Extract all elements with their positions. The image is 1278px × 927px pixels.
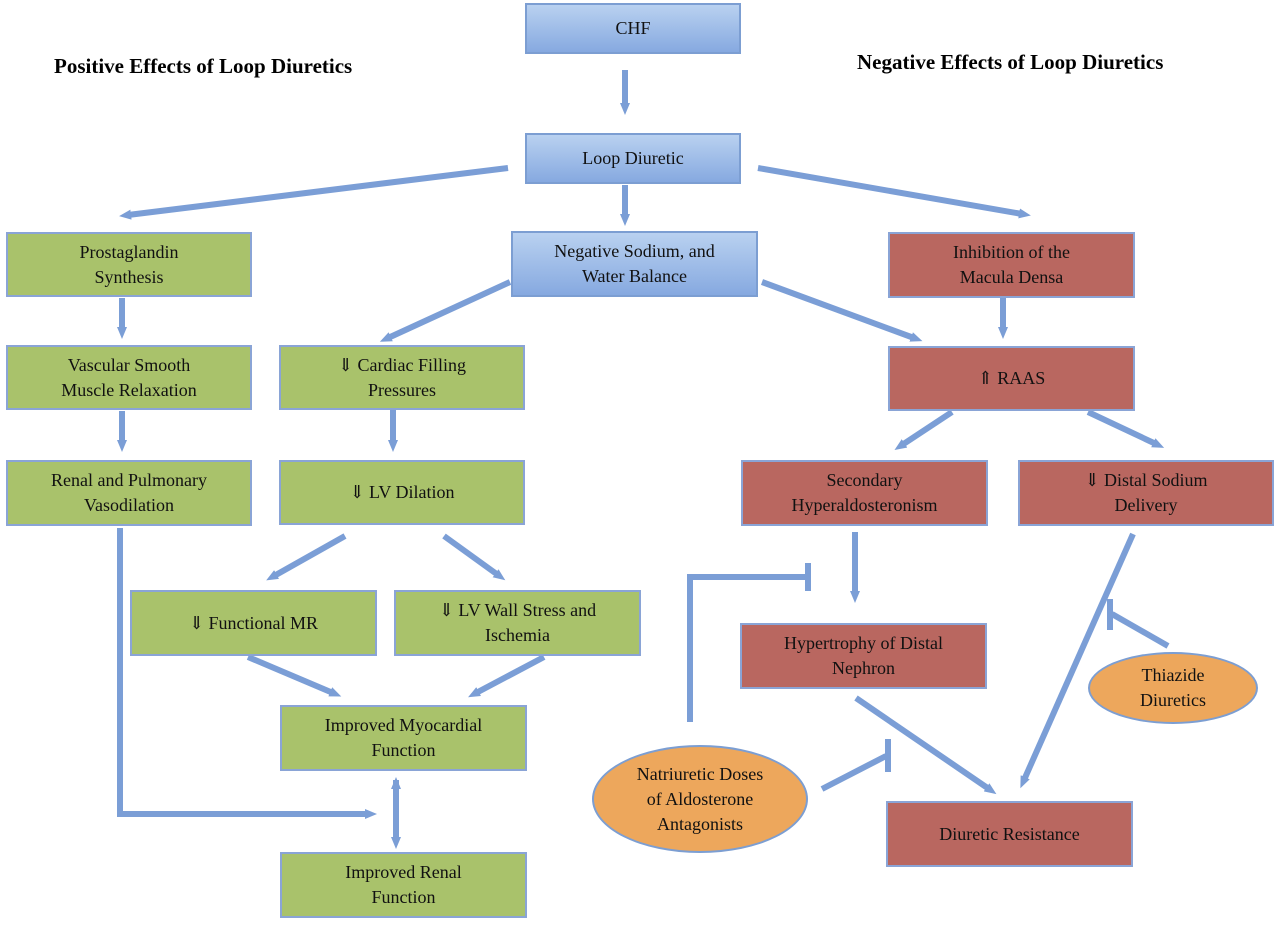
hypertrophy-distal-nephron-node: Hypertrophy of Distal Nephron bbox=[740, 623, 987, 689]
cardiac-filling-pressures-node: ⇓ Cardiac Filling Pressures bbox=[279, 345, 525, 410]
chf-node: CHF bbox=[525, 3, 741, 54]
lv-dilation-node: ⇓ LV Dilation bbox=[279, 460, 525, 525]
edge-raas-to-distal bbox=[1086, 409, 1165, 448]
positive-effects-heading: Positive Effects of Loop Diuretics bbox=[54, 54, 353, 78]
edge-wall-stress-to-myocardial bbox=[468, 654, 546, 698]
edge-sodium-to-raas bbox=[760, 279, 923, 342]
inhibit-thiazide-to-distal-edge bbox=[1110, 611, 1170, 649]
secondary-hyperaldosteronism-node: Secondary Hyperaldosteronism bbox=[741, 460, 988, 526]
inhibit-natriuretic-to-hyper-edge bbox=[687, 574, 806, 722]
edge-loop-to-prostaglandin bbox=[119, 165, 509, 220]
edge-sodium-to-cardiac bbox=[379, 279, 512, 342]
edge-renal-vaso-to-renal-function bbox=[117, 528, 377, 819]
natriuretic-doses-aldosterone-antagonists-node: Natriuretic Doses of Aldosterone Antagon… bbox=[592, 745, 808, 853]
inhibition-macula-densa-node: Inhibition of the Macula Densa bbox=[888, 232, 1135, 298]
edge-hypertrophy-to-resistance bbox=[854, 695, 997, 795]
functional-mr-node: ⇓ Functional MR bbox=[130, 590, 377, 656]
raas-node: ⇑ RAAS bbox=[888, 346, 1135, 411]
thiazide-diuretics-node: Thiazide Diuretics bbox=[1088, 652, 1258, 724]
improved-myocardial-function-node: Improved Myocardial Function bbox=[280, 705, 527, 771]
lv-wall-stress-node: ⇓ LV Wall Stress and Ischemia bbox=[394, 590, 641, 656]
diuretic-resistance-node: Diuretic Resistance bbox=[886, 801, 1133, 867]
negative-effects-heading: Negative Effects of Loop Diuretics bbox=[857, 50, 1164, 74]
edge-raas-to-hyper bbox=[894, 409, 954, 450]
edge-distal-to-resistance bbox=[1020, 532, 1136, 789]
distal-sodium-delivery-node: ⇓ Distal Sodium Delivery bbox=[1018, 460, 1274, 526]
edge-lv-dilation-to-mr bbox=[266, 533, 347, 581]
edge-loop-to-macula bbox=[757, 165, 1031, 219]
inhibit-natriuretic-to-hypertrophy-edge bbox=[820, 753, 888, 792]
loop-diuretic-node: Loop Diuretic bbox=[525, 133, 741, 184]
vascular-smooth-muscle-node: Vascular Smooth Muscle Relaxation bbox=[6, 345, 252, 410]
negative-sodium-water-balance-node: Negative Sodium, and Water Balance bbox=[511, 231, 758, 297]
improved-renal-function-node: Improved Renal Function bbox=[280, 852, 527, 918]
edge-mr-to-myocardial bbox=[246, 654, 342, 697]
prostaglandin-synthesis-node: Prostaglandin Synthesis bbox=[6, 232, 252, 297]
renal-pulmonary-vasodilation-node: Renal and Pulmonary Vasodilation bbox=[6, 460, 252, 526]
edge-lv-dilation-to-wall-stress bbox=[442, 533, 506, 581]
